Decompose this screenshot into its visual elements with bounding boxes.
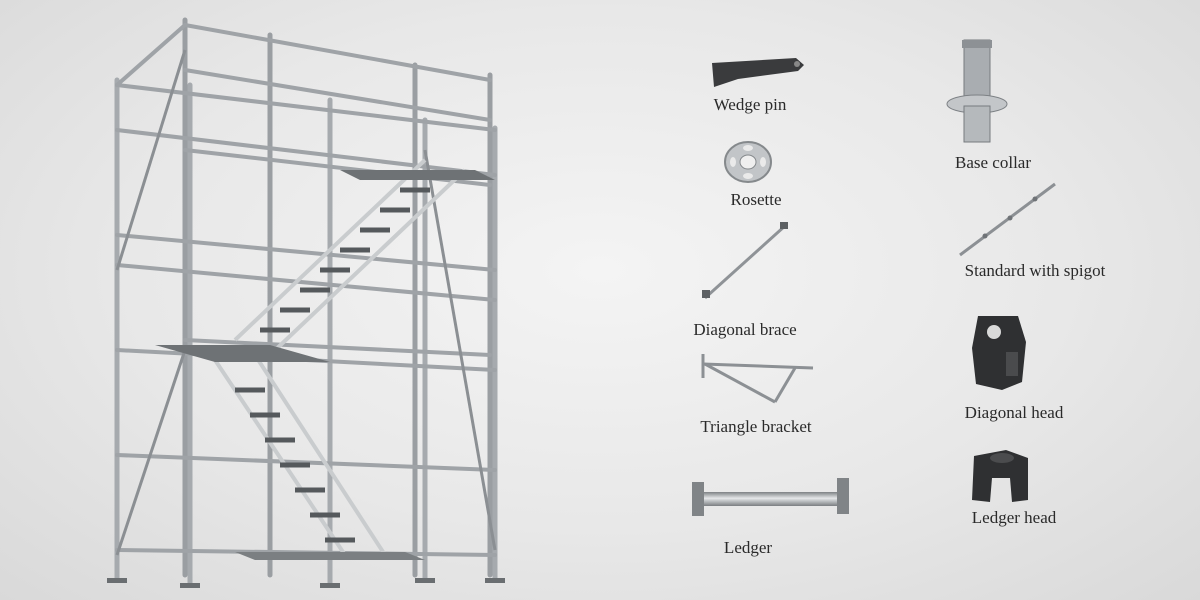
rosette-icon [724,141,772,183]
ledger-head-label: Ledger head [971,508,1057,527]
rosette-label: Rosette [730,190,782,209]
ledger-head-icon [972,450,1028,502]
diagonal-head-icon [972,316,1026,390]
scaffold-tower-illustration [107,17,505,588]
ledger-label: Ledger [723,538,773,557]
standard-spigot-label: Standard with spigot [964,261,1106,280]
base-collar-label: Base collar [955,153,1031,172]
wedge-pin-icon [712,58,804,87]
triangle-bracket-icon [701,354,814,404]
diagonal-brace-icon [702,222,788,300]
diagonal-head-label: Diagonal head [964,403,1064,422]
wedge-pin-label: Wedge pin [713,95,787,114]
ledger-icon [692,478,849,516]
standard-spigot-icon [959,182,1056,257]
base-collar-icon [946,39,1008,143]
triangle-bracket-label: Triangle bracket [700,417,812,436]
diagonal-brace-label: Diagonal brace [693,320,797,339]
